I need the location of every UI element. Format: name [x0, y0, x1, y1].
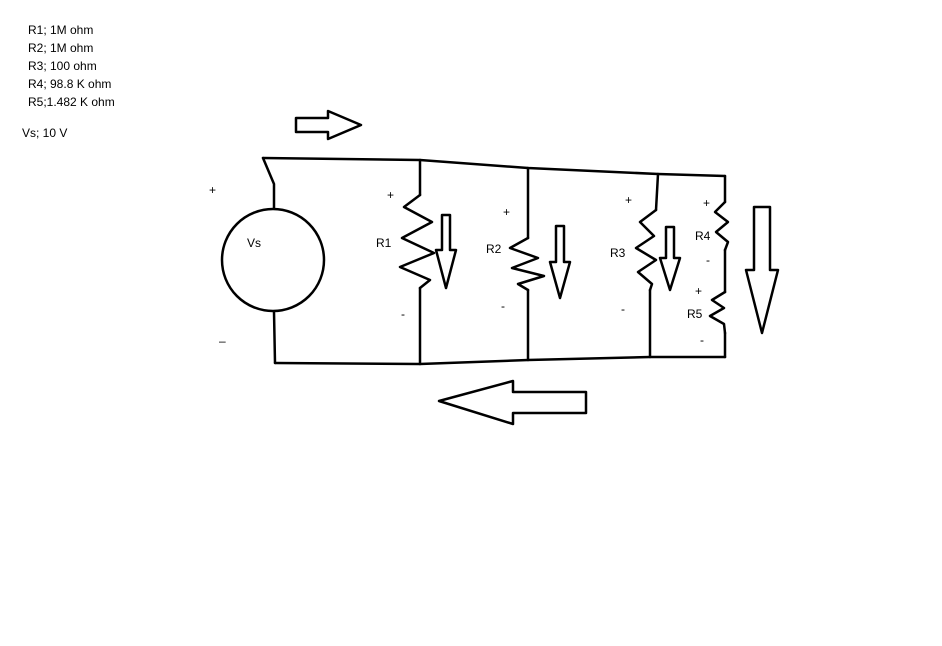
- top-flow-arrow: [294, 109, 363, 141]
- r2-label: R2: [486, 242, 502, 256]
- r2-plus-sign: +: [503, 205, 510, 219]
- legend-r2: R2; 1M ohm: [28, 41, 94, 55]
- component-legend: R1; 1M ohm R2; 1M ohm R3; 100 ohm R4; 98…: [28, 21, 115, 111]
- r4-label: R4: [695, 229, 711, 243]
- source-top-lead: [261, 156, 276, 210]
- source-voltage-note: Vs; 10 V: [22, 126, 68, 140]
- r4-minus-sign: -: [706, 253, 710, 267]
- source-minus-sign: –: [219, 334, 226, 348]
- r3-plus-sign: +: [625, 193, 632, 207]
- r2-minus-sign: -: [501, 299, 505, 313]
- r2-current-arrow: [548, 224, 572, 300]
- r3-zigzag: [634, 208, 658, 292]
- source-label: Vs: [247, 236, 261, 250]
- source-plus-sign: +: [209, 183, 216, 197]
- legend-r1: R1; 1M ohm: [28, 23, 94, 37]
- r5-zigzag: [708, 290, 727, 335]
- source-bottom-lead: [272, 310, 277, 365]
- legend-r5: R5;1.482 K ohm: [28, 95, 115, 109]
- r3-label: R3: [610, 246, 626, 260]
- r3-minus-sign: -: [621, 302, 625, 316]
- r1-label: R1: [376, 236, 392, 250]
- r5-plus-sign: +: [695, 284, 702, 298]
- r4-zigzag: [713, 200, 730, 252]
- top-wire: [261, 156, 727, 178]
- r3-wire: [648, 172, 660, 359]
- r1-minus-sign: -: [401, 307, 405, 321]
- r2-zigzag: [508, 236, 546, 292]
- r1-zigzag: [398, 193, 436, 290]
- right-flow-arrow: [744, 205, 780, 335]
- bottom-wire: [273, 355, 727, 366]
- r3-current-arrow: [658, 225, 682, 292]
- r4-plus-sign: +: [703, 196, 710, 210]
- r5-label: R5: [687, 307, 703, 321]
- legend-r4: R4; 98.8 K ohm: [28, 77, 112, 91]
- r5-minus-sign: -: [700, 333, 704, 347]
- bottom-flow-arrow: [437, 379, 588, 426]
- legend-r3: R3; 100 ohm: [28, 59, 97, 73]
- r1-current-arrow: [434, 213, 458, 290]
- voltage-source-circle: [220, 207, 326, 313]
- r1-plus-sign: +: [387, 188, 394, 202]
